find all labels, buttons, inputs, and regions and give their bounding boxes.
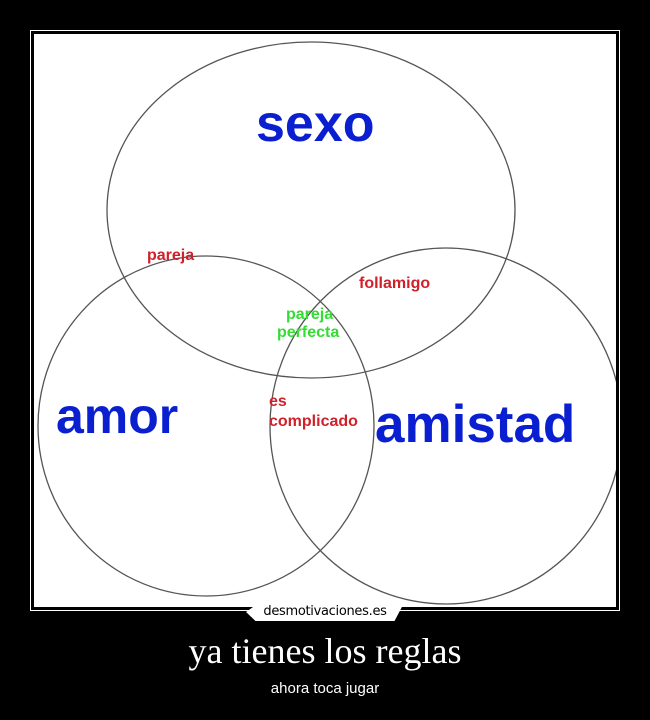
watermark-logo: desmotivaciones.es xyxy=(246,603,404,621)
circle-sexo xyxy=(106,41,516,379)
set-label-amor: amor xyxy=(56,388,179,444)
intersection-label-sexo-amor: pareja xyxy=(147,247,195,264)
venn-diagram: sexo amor amistad pareja follamigo parej… xyxy=(34,34,616,607)
intersection-label-amor-amistad-line1: es xyxy=(269,393,287,410)
venn-circles xyxy=(37,41,616,605)
set-label-amistad: amistad xyxy=(375,395,576,454)
circle-amor xyxy=(37,255,375,597)
intersection-label-amor-amistad-line2: complicado xyxy=(269,413,358,430)
intersection-label-sexo-amistad: follamigo xyxy=(359,275,431,292)
intersection-label-all-line2: perfecta xyxy=(277,324,340,341)
intersection-label-all-line1: pareja xyxy=(286,306,334,323)
set-label-sexo: sexo xyxy=(256,95,375,153)
poster-subtitle: ahora toca jugar xyxy=(270,680,380,697)
poster-title: ya tienes los reglas xyxy=(188,631,462,671)
circle-amistad xyxy=(269,247,616,605)
